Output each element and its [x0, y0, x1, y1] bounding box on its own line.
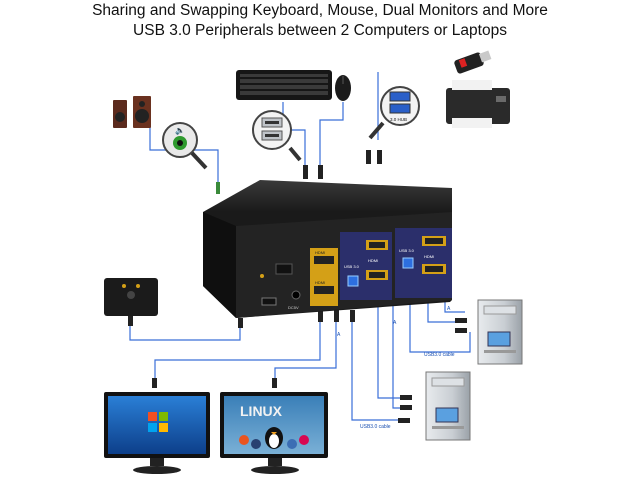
- cable-pc1-hdmi-b: [444, 298, 465, 313]
- distro-icon-1: [239, 435, 249, 445]
- hdmi-label-bottom: HDMI: [315, 280, 325, 285]
- usb-port-magnifier: [252, 110, 302, 162]
- cables: [129, 72, 471, 421]
- usb-pc2-label: USB 3.0: [399, 248, 415, 253]
- cable-mouse: [319, 102, 344, 168]
- usb-pc1-label: USB 3.0: [344, 264, 360, 269]
- speaker-icon: 🔈: [175, 126, 185, 135]
- usb-cable-label-1: USB3.0 cable: [424, 352, 455, 358]
- keyboard-image: [236, 70, 332, 100]
- audio-jack-magnifier: 🔈: [162, 122, 208, 170]
- cable-pc2-hdmi: [377, 300, 410, 399]
- cable-pc1-hdmi-a: [427, 298, 465, 323]
- monitor-linux-image: LINUX: [220, 392, 328, 474]
- printer-image: [446, 80, 510, 128]
- marker-a-2: A: [393, 320, 397, 326]
- usb-hub-magnifier: 3.0 HUB: [368, 86, 420, 140]
- cable-monitor-left: [154, 322, 321, 380]
- cable-pc1-usb: [409, 298, 471, 353]
- cable-pc2-usb: [351, 322, 400, 421]
- windows-logo: [148, 412, 168, 432]
- cable-monitor-right: [274, 322, 337, 380]
- headline-line-2: USB 3.0 Peripherals between 2 Computers …: [133, 22, 507, 39]
- pc-tower-1-image: [477, 299, 523, 365]
- hdmi-label-top: HDMI: [315, 250, 325, 255]
- linux-text: LINUX: [240, 403, 283, 419]
- monitor-windows-image: [104, 392, 210, 474]
- distro-icon-2: [251, 439, 261, 449]
- usb-cable-label-2: USB3.0 cable: [360, 424, 391, 430]
- usb-flash-drive-image: [454, 50, 492, 74]
- linux-penguin-icon: [265, 427, 283, 449]
- hdmi-right-1: HDMI: [368, 258, 378, 263]
- hub-label: 3.0 HUB: [390, 117, 407, 122]
- speakers-image: [113, 96, 151, 128]
- marker-a-3: A: [447, 306, 451, 312]
- mouse-image: [335, 75, 351, 101]
- marker-a-1: A: [337, 332, 341, 338]
- wired-remote-image: [104, 278, 158, 316]
- kvm-switch-image: DC5V HDMI HDMI USB 3.0 USB 3.0 HDMI HDMI: [203, 180, 452, 318]
- distro-icon-4: [299, 435, 309, 445]
- cable-remote: [129, 320, 241, 341]
- pc-tower-2-image: [425, 371, 471, 441]
- headline-line-1: Sharing and Swapping Keyboard, Mouse, Du…: [92, 2, 548, 19]
- distro-icon-3: [287, 439, 297, 449]
- dc-label: DC5V: [288, 305, 299, 310]
- cable-pc2-hdmi-b: [392, 300, 410, 409]
- hdmi-right-2: HDMI: [424, 254, 434, 259]
